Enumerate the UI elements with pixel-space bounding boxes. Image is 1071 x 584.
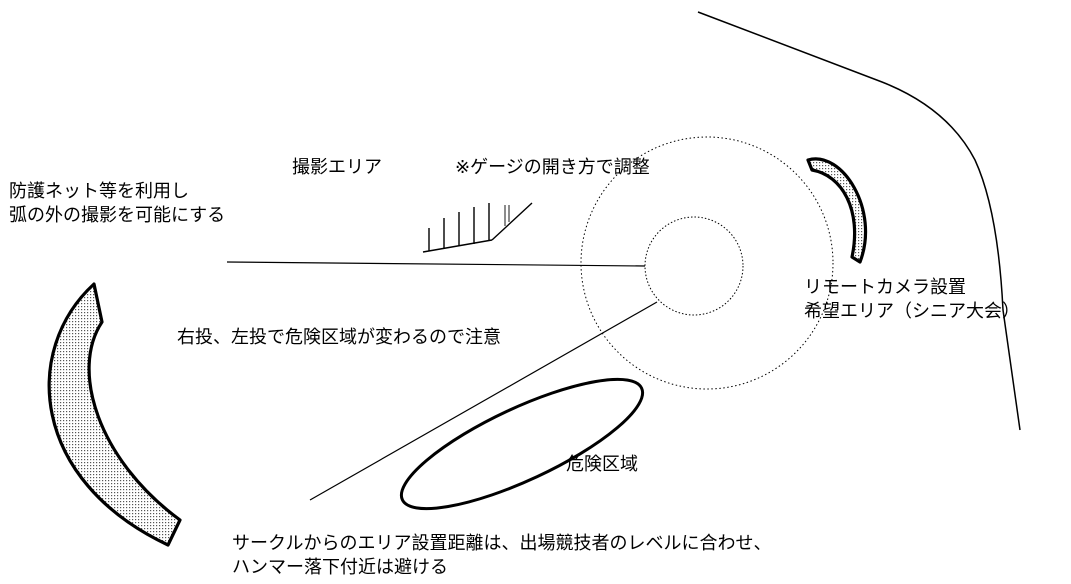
- remote-camera-line-2: 希望エリア（シニア大会）: [804, 301, 1020, 322]
- distance-note-label: サークルからのエリア設置距離は、出場競技者のレベルに合わせ、 ハンマー落下付近は…: [232, 532, 771, 580]
- sector-line-horizontal: [226, 261, 646, 267]
- net-note-line-2: 弧の外の撮影を可能にする: [9, 205, 226, 226]
- remote-camera-line-1: リモートカメラ設置: [804, 277, 966, 298]
- photo-area-ticks: [422, 202, 533, 253]
- left-arc-area: [47, 282, 182, 547]
- net-note-label: 防護ネット等を利用し 弧の外の撮影を可能にする: [9, 180, 225, 228]
- danger-zone-label: 危険区域: [566, 454, 638, 475]
- throw-direction-note: 右投、左投で危険区域が変わるので注意: [177, 327, 501, 348]
- danger-zone-ellipse: [399, 377, 645, 511]
- sector-line-diagonal: [309, 301, 658, 501]
- boundary-line: [697, 11, 1021, 431]
- net-note-line-1: 防護ネット等を利用し: [9, 181, 189, 202]
- outer-dotted-circle: [580, 136, 834, 390]
- gauge-note-label: ※ゲージの開き方で調整: [455, 157, 650, 178]
- photo-area-label: 撮影エリア: [292, 157, 382, 178]
- throwing-circle: [644, 216, 744, 316]
- remote-camera-arc: [806, 157, 867, 264]
- distance-note-line-2: ハンマー落下付近は避ける: [232, 557, 448, 578]
- distance-note-line-1: サークルからのエリア設置距離は、出場競技者のレベルに合わせ、: [232, 533, 772, 554]
- remote-camera-label: リモートカメラ設置 希望エリア（シニア大会）: [804, 276, 1020, 324]
